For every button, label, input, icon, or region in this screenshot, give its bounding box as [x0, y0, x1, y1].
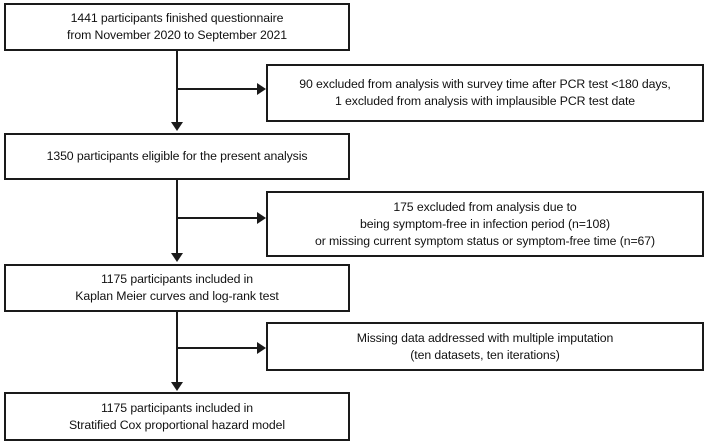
cox-model-box-text: 1175 participants included in Stratified…: [68, 400, 286, 432]
connector-branch-excluded-2-arrowhead: [257, 212, 266, 224]
cox-model-box: 1175 participants included in Stratified…: [4, 392, 350, 441]
kaplan-meier-box-text: 1175 participants included in Kaplan Mei…: [75, 272, 279, 303]
connector-enrolled-to-eligible-arrowhead: [171, 122, 183, 131]
exclusion-box-symptoms: 175 excluded from analysis due to being …: [266, 191, 704, 257]
connector-branch-imputation-line: [176, 347, 259, 349]
connector-branch-excluded-1-line: [176, 88, 259, 90]
enrolled-box: 1441 participants finished questionnaire…: [4, 3, 350, 51]
eligible-box: 1350 participants eligible for the prese…: [4, 133, 350, 180]
kaplan-meier-box: 1175 participants included in Kaplan Mei…: [4, 264, 350, 312]
connector-eligible-to-km-arrowhead: [171, 253, 183, 262]
eligible-box-text: 1350 participants eligible for the prese…: [46, 149, 308, 163]
connector-branch-excluded-2-line: [176, 217, 259, 219]
enrolled-box-text: 1441 participants finished questionnaire…: [67, 11, 287, 42]
connector-branch-excluded-1-arrowhead: [257, 83, 266, 95]
imputation-box: Missing data addressed with multiple imp…: [266, 322, 704, 371]
exclusion-box-survey-time: 90 excluded from analysis with survey ti…: [266, 64, 704, 122]
exclusion-box-survey-time-text: 90 excluded from analysis with survey ti…: [299, 77, 671, 108]
connector-branch-imputation-arrowhead: [257, 342, 266, 354]
exclusion-box-symptoms-text: 175 excluded from analysis due to being …: [314, 199, 656, 248]
connector-enrolled-to-eligible-line: [176, 51, 178, 122]
connector-km-to-cox-arrowhead: [171, 382, 183, 391]
connector-eligible-to-km-line: [176, 180, 178, 253]
imputation-box-text: Missing data addressed with multiple imp…: [356, 330, 614, 362]
